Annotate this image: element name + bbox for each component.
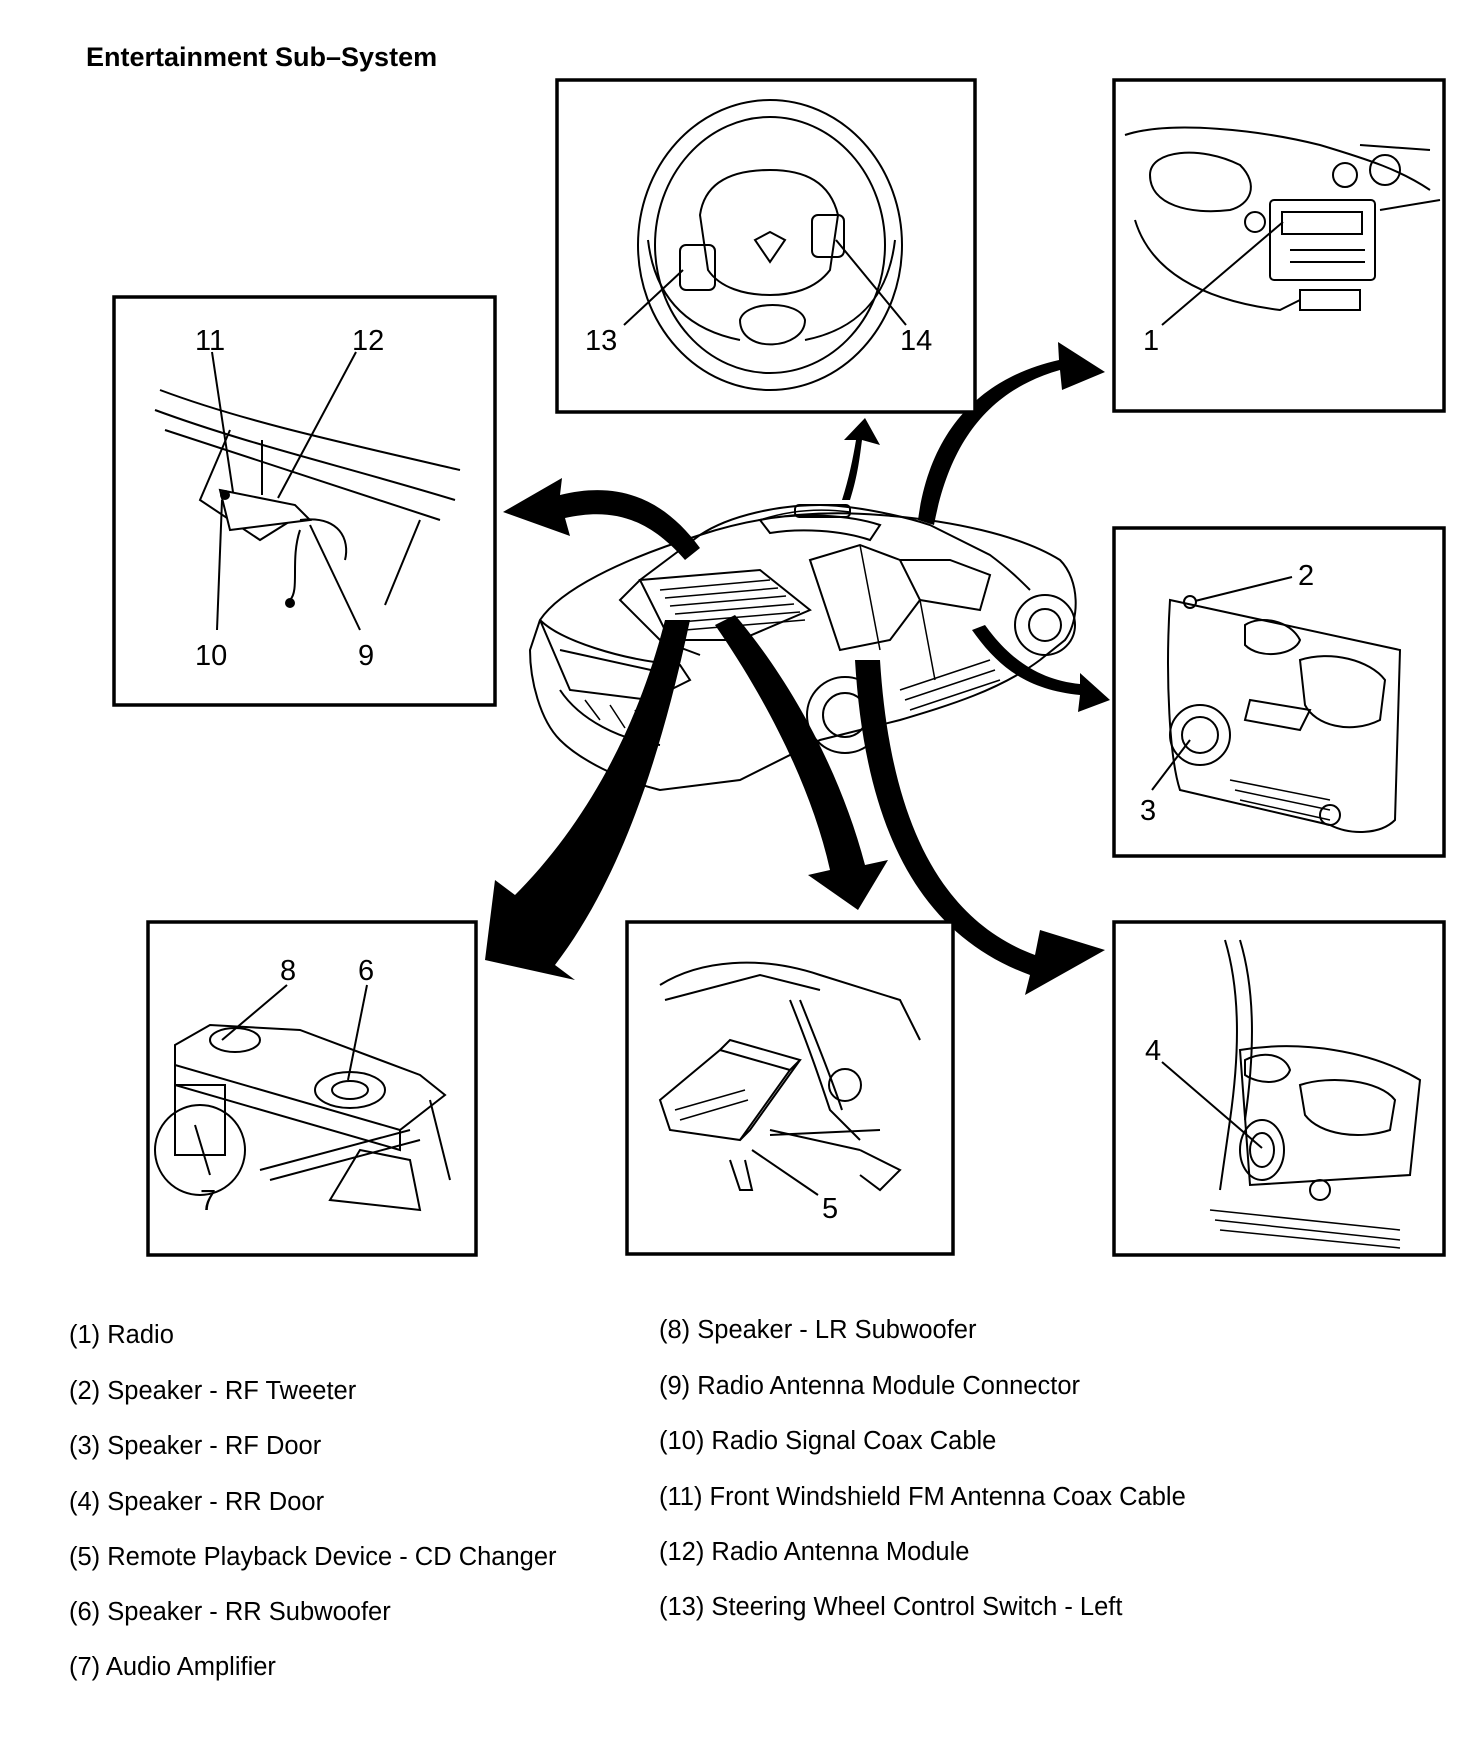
legend-item-4: (4) Speaker - RR Door [69,1488,325,1516]
legend-item-9: (9) Radio Antenna Module Connector [659,1372,1081,1400]
panel-rear-shelf: 8 6 7 [146,920,478,1257]
callout-13: 13 [585,325,617,357]
legend-item-2: (2) Speaker - RF Tweeter [69,1377,357,1405]
callout-4: 4 [1145,1035,1161,1067]
legend-item-8: (8) Speaker - LR Subwoofer [659,1316,977,1344]
legend-item-11: (11) Front Windshield FM Antenna Coax Ca… [659,1483,1186,1511]
callout-11: 11 [195,325,225,357]
panel-steering-wheel: 13 14 [555,78,977,414]
panel-antenna: 11 12 10 9 [112,295,497,707]
callout-8: 8 [280,955,296,987]
callout-14: 14 [900,325,932,357]
callout-10: 10 [195,640,227,672]
callout-7: 7 [200,1185,216,1217]
panel-front-door: 2 3 [1112,526,1446,858]
legend-item-3: (3) Speaker - RF Door [69,1432,322,1460]
page-title: Entertainment Sub–System [86,42,438,72]
panel-cd-changer: 5 [625,920,955,1256]
callout-9: 9 [358,640,374,672]
legend-item-12: (12) Radio Antenna Module [659,1538,970,1566]
legend-item-13: (13) Steering Wheel Control Switch - Lef… [659,1593,1123,1621]
callout-5: 5 [822,1193,838,1225]
legend-item-6: (6) Speaker - RR Subwoofer [69,1598,391,1626]
callout-1: 1 [1143,325,1159,357]
callout-6: 6 [358,955,374,987]
entertainment-diagram: 13 14 1 [112,78,1446,1257]
callout-12: 12 [352,325,384,357]
legend-item-5: (5) Remote Playback Device - CD Changer [69,1543,557,1571]
panel-radio: 1 [1112,78,1446,413]
callout-2: 2 [1298,560,1314,592]
legend-item-1: (1) Radio [69,1321,174,1349]
pointer-arrows [485,342,1110,995]
callout-3: 3 [1140,795,1156,827]
legend-item-7: (7) Audio Amplifier [69,1653,276,1681]
panel-rear-door: 4 [1112,920,1446,1257]
legend-item-10: (10) Radio Signal Coax Cable [659,1427,997,1455]
